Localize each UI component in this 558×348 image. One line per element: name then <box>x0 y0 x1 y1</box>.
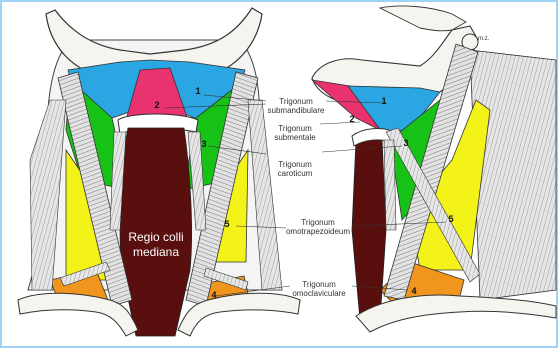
number-5-front: 5 <box>221 219 233 229</box>
omotrap-line1: Trigonum <box>282 218 354 227</box>
number-2-front: 2 <box>151 100 163 110</box>
larynx-lateral <box>352 138 386 320</box>
label-trigonum-omotrapezoideum: Trigonum omotrapezoideum <box>282 218 354 236</box>
number-5-lateral: 5 <box>445 214 457 224</box>
median-region-label: Regio colli mediana <box>116 230 196 260</box>
label-trigonum-omoclaviculare: Trigonum omoclaviculare <box>284 280 354 298</box>
submand-line2: submandibulare <box>262 106 330 115</box>
number-4-front: 4 <box>208 290 220 300</box>
median-label-line1: Regio colli <box>116 230 196 245</box>
carotid-line1: Trigonum <box>264 160 326 169</box>
omoclav-line2: omoclaviculare <box>284 289 354 298</box>
submental-line1: Trigonum <box>264 124 326 133</box>
submental-line2: submentale <box>264 133 326 142</box>
label-trigonum-caroticum: Trigonum caroticum <box>264 160 326 178</box>
number-1-front: 1 <box>192 86 204 96</box>
number-3-lateral: 3 <box>400 138 412 148</box>
omotrap-line2: omotrapezoideum <box>282 227 354 236</box>
skull-lateral <box>380 6 466 31</box>
number-1-lateral: 1 <box>378 96 390 106</box>
carotid-line2: caroticum <box>264 169 326 178</box>
front-view <box>18 8 300 336</box>
median-label-line2: mediana <box>116 245 196 260</box>
number-3-front: 3 <box>198 139 210 149</box>
label-trigonum-submandibulare: Trigonum submandibulare <box>262 97 330 115</box>
neck-back-lateral <box>470 50 556 300</box>
author-mark: m.z. <box>478 36 489 42</box>
number-2-lateral: 2 <box>346 114 358 124</box>
label-trigonum-submentale: Trigonum submentale <box>264 124 326 142</box>
submand-line1: Trigonum <box>262 97 330 106</box>
clavicle-lateral <box>356 295 556 332</box>
infrahyoid-right <box>384 140 396 230</box>
number-4-lateral: 4 <box>408 286 420 296</box>
omoclav-line1: Trigonum <box>284 280 354 289</box>
